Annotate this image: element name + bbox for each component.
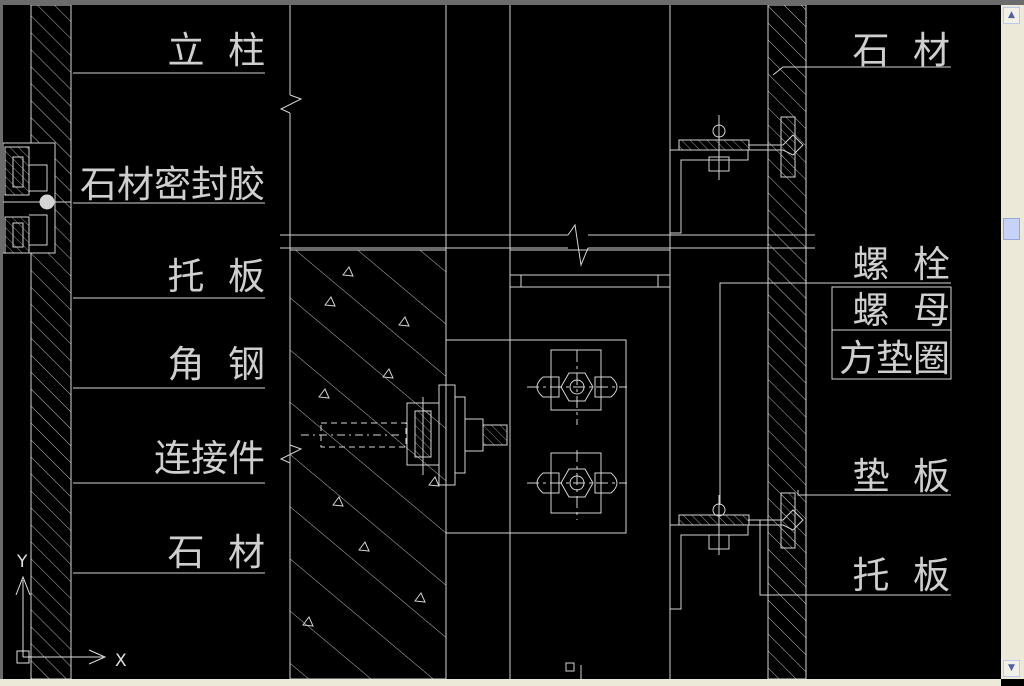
window-frame-left (0, 0, 3, 686)
connector-plate (445, 339, 627, 534)
anchor-bolt (301, 384, 508, 486)
bolt-hex-lower (527, 450, 627, 520)
label-stone-left: 石 材 (167, 531, 265, 574)
ucs-y-label: Y (16, 552, 28, 572)
sealant-joint-detail (3, 142, 71, 254)
upper-angle-bracket (669, 115, 804, 234)
stone-left-hatch (30, 5, 72, 679)
label-support-plate-right: 托 板 (852, 554, 950, 597)
ucs-axis-icon (15, 575, 107, 665)
vertical-scrollbar[interactable]: ▲ ▼ (1001, 5, 1024, 679)
label-stone-sealant: 石材密封胶 (80, 163, 265, 206)
scroll-up-icon[interactable]: ▲ (1003, 7, 1020, 24)
label-stone-right: 石 材 (852, 29, 950, 72)
label-connector: 连接件 (154, 437, 265, 480)
concrete-aggregate (302, 266, 440, 627)
label-bolt: 螺 栓 (852, 243, 950, 286)
lower-angle-bracket (669, 492, 804, 610)
label-shim-plate: 垫 板 (852, 455, 950, 498)
ucs-x-label: X (115, 651, 127, 671)
horizontal-scrollbar[interactable] (0, 679, 1001, 686)
label-upright-column: 立 柱 (167, 29, 265, 72)
embed-plate (509, 249, 671, 276)
window-frame-top (0, 0, 1024, 5)
label-angle-steel: 角 钢 (167, 343, 265, 386)
cad-drawing[interactable]: Y X 立 柱 石材密封胶 托 板 角 钢 连接件 石 材 石 材 螺 栓 螺 … (3, 5, 1001, 679)
label-square-washer: 方垫圈 (839, 337, 950, 380)
scrollbar-thumb[interactable] (1003, 218, 1020, 240)
bolt-hex-upper (527, 350, 627, 425)
label-nut: 螺 母 (852, 289, 950, 332)
label-support-plate-left: 托 板 (167, 255, 265, 298)
stone-right-hatch (767, 5, 807, 679)
scroll-down-icon[interactable]: ▼ (1003, 660, 1020, 677)
